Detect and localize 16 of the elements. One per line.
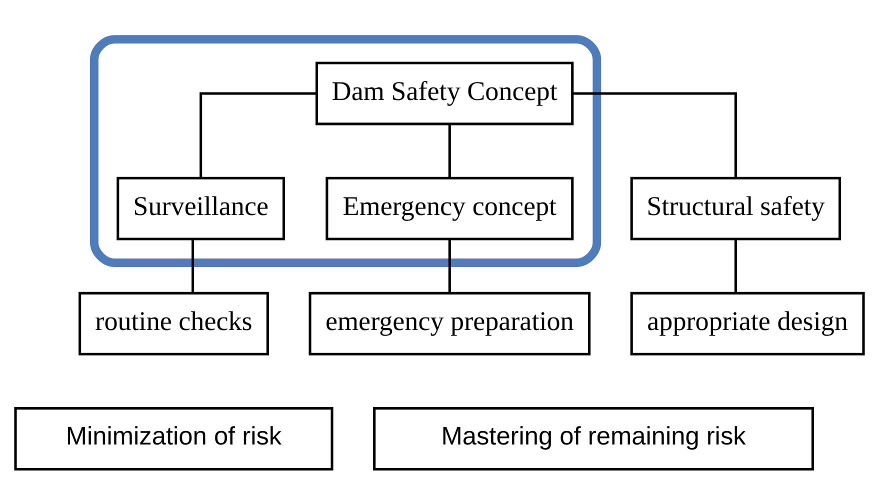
- connector: [448, 238, 451, 292]
- node-box: routine checks: [78, 291, 269, 355]
- node-box: Emergency concept: [326, 176, 574, 240]
- connector: [192, 238, 194, 292]
- node-box: Mastering of remaining risk: [373, 406, 814, 470]
- node-box: Structural safety: [630, 176, 842, 240]
- connector: [734, 238, 737, 292]
- node-box: appropriate design: [630, 291, 865, 355]
- connector: [448, 124, 451, 178]
- node-box: Minimization of risk: [14, 406, 334, 470]
- node-box: emergency preparation: [308, 291, 591, 355]
- node-box: Surveillance: [116, 176, 286, 240]
- connector: [572, 92, 737, 178]
- connector: [200, 92, 316, 178]
- cluster: [90, 34, 602, 266]
- node-box: Dam Safety Concept: [316, 61, 574, 125]
